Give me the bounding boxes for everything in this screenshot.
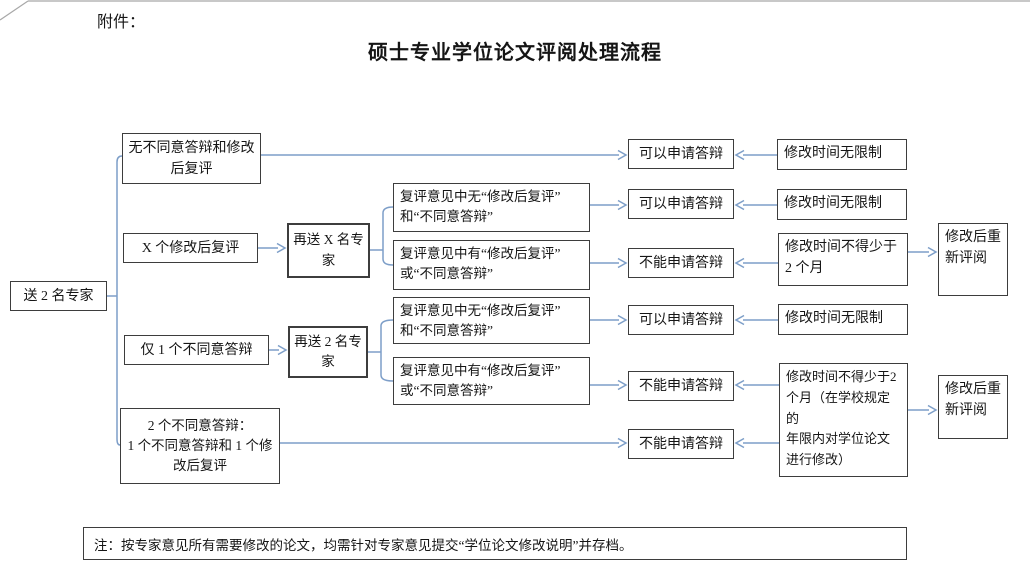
node-one-disagree: 仅 1 个不同意答辩 — [124, 335, 269, 365]
node-time-min-2months-long: 修改时间不得少于2 个月（在学校规定的 年限内对学位论文 进行修改） — [779, 363, 908, 477]
node-two-disagree: 2 个不同意答辩： 1 个不同意答辩和 1 个修 改后复评 — [120, 408, 280, 484]
node-can-defend-2: 可以申请答辩 — [628, 189, 734, 219]
page-edge-lines — [0, 0, 1030, 21]
note-box: 注：按专家意见所有需要修改的论文，均需针对专家意见提交“学位论文修改说明”并存档… — [83, 527, 907, 560]
node-review-has-lower: 复评意见中有“修改后复评” 或“不同意答辩” — [393, 357, 590, 405]
node-review-no-upper: 复评意见中无“修改后复评” 和“不同意答辩” — [393, 183, 590, 232]
node-resend-x: 再送 X 名专 家 — [287, 223, 370, 278]
node-time-unlimited-2: 修改时间无限制 — [777, 189, 907, 220]
node-time-unlimited-1: 修改时间无限制 — [777, 139, 907, 170]
arrow-lines — [258, 154, 929, 444]
node-resend-2: 再送 2 名专 家 — [288, 326, 368, 378]
arrow-heads — [276, 149, 938, 449]
node-x-revise: X 个修改后复评 — [123, 233, 258, 263]
node-can-defend-1: 可以申请答辩 — [628, 139, 734, 169]
node-time-unlimited-3: 修改时间无限制 — [778, 304, 908, 335]
node-review-has-upper: 复评意见中有“修改后复评” 或“不同意答辩” — [393, 240, 590, 290]
node-rereview-2: 修改后重 新评阅 — [938, 375, 1008, 439]
node-rereview-1: 修改后重 新评阅 — [938, 223, 1008, 296]
bracket-connectors — [107, 155, 394, 446]
node-time-min-2months: 修改时间不得少于 2 个月 — [778, 233, 908, 286]
node-cannot-defend-1: 不能申请答辩 — [628, 248, 734, 278]
page-title: 硕士专业学位论文评阅处理流程 — [368, 42, 662, 64]
note-text: 注：按专家意见所有需要修改的论文，均需针对专家意见提交“学位论文修改说明”并存档… — [94, 537, 633, 553]
node-start: 送 2 名专家 — [10, 281, 107, 311]
node-cannot-defend-3: 不能申请答辩 — [628, 429, 734, 459]
node-review-no-lower: 复评意见中无“修改后复评” 和“不同意答辩” — [393, 297, 590, 344]
node-can-defend-3: 可以申请答辩 — [628, 305, 734, 335]
node-no-disagree: 无不同意答辩和修改 后复评 — [122, 133, 261, 184]
attachment-label: 附件： — [97, 14, 146, 31]
node-cannot-defend-2: 不能申请答辩 — [628, 371, 734, 401]
